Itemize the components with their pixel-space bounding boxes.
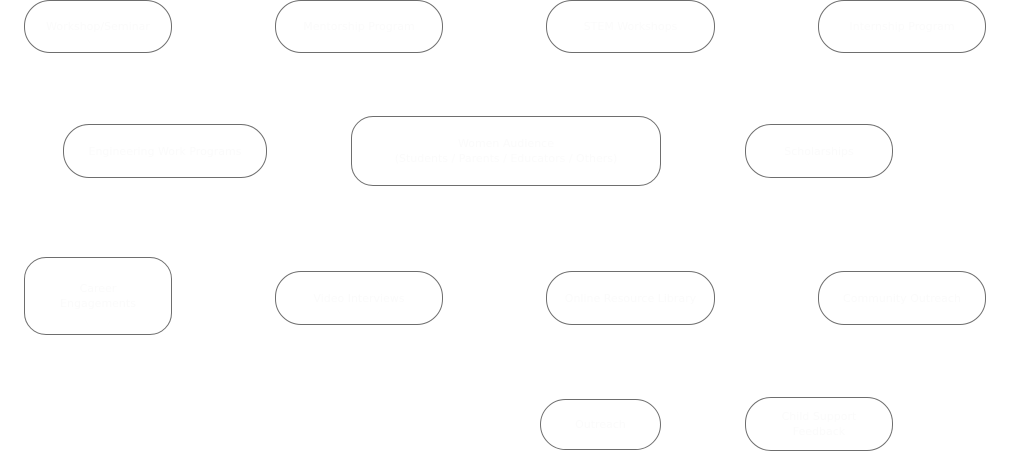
node-scholarships[interactable]: Scholarships bbox=[745, 124, 893, 178]
node-child-support-feedback[interactable]: Child Support Feedback bbox=[745, 397, 893, 451]
node-online-resource-library[interactable]: Online Resource Library bbox=[546, 271, 715, 325]
node-engineering-work-programs[interactable]: Engineering Work Programs bbox=[63, 124, 267, 178]
node-label: Workshop/Seminar bbox=[46, 20, 150, 33]
node-label: Online Resource Library bbox=[564, 291, 697, 305]
node-label-line-1: Women Audience bbox=[457, 137, 554, 150]
node-label: Internship Program bbox=[849, 20, 955, 33]
node-label: Engineering Work Programs bbox=[88, 144, 242, 158]
node-label-line-1: Child Support bbox=[781, 410, 857, 423]
node-label-line-2: Feedback bbox=[792, 425, 846, 438]
node-label: STEM Workshops bbox=[583, 20, 678, 33]
node-label: Community Outreach bbox=[843, 291, 961, 305]
node-outreach[interactable]: Outreach bbox=[540, 399, 661, 450]
node-label-line-1: Career bbox=[79, 282, 117, 295]
node-internship-program[interactable]: Internship Program bbox=[818, 0, 986, 53]
node-stem-workshops[interactable]: STEM Workshops bbox=[546, 0, 715, 53]
node-video-interviews[interactable]: Video Interviews bbox=[275, 271, 443, 325]
node-label-line-2: Engagements bbox=[60, 297, 136, 310]
node-label-line-2: (Students / Parents / Educators / Others… bbox=[394, 152, 618, 165]
node-label: Outreach bbox=[575, 418, 626, 431]
node-label: Video Interviews bbox=[313, 291, 405, 305]
node-workshop-seminar[interactable]: Workshop/Seminar bbox=[24, 0, 172, 53]
node-women-audience[interactable]: Women Audience (Students / Parents / Edu… bbox=[351, 116, 661, 186]
node-label: Mentorship Program bbox=[303, 20, 415, 33]
node-community-outreach[interactable]: Community Outreach bbox=[818, 271, 986, 325]
node-label: Scholarships bbox=[784, 144, 854, 158]
node-career-engagements[interactable]: Career Engagements bbox=[24, 257, 172, 335]
node-mentorship-program[interactable]: Mentorship Program bbox=[275, 0, 443, 53]
